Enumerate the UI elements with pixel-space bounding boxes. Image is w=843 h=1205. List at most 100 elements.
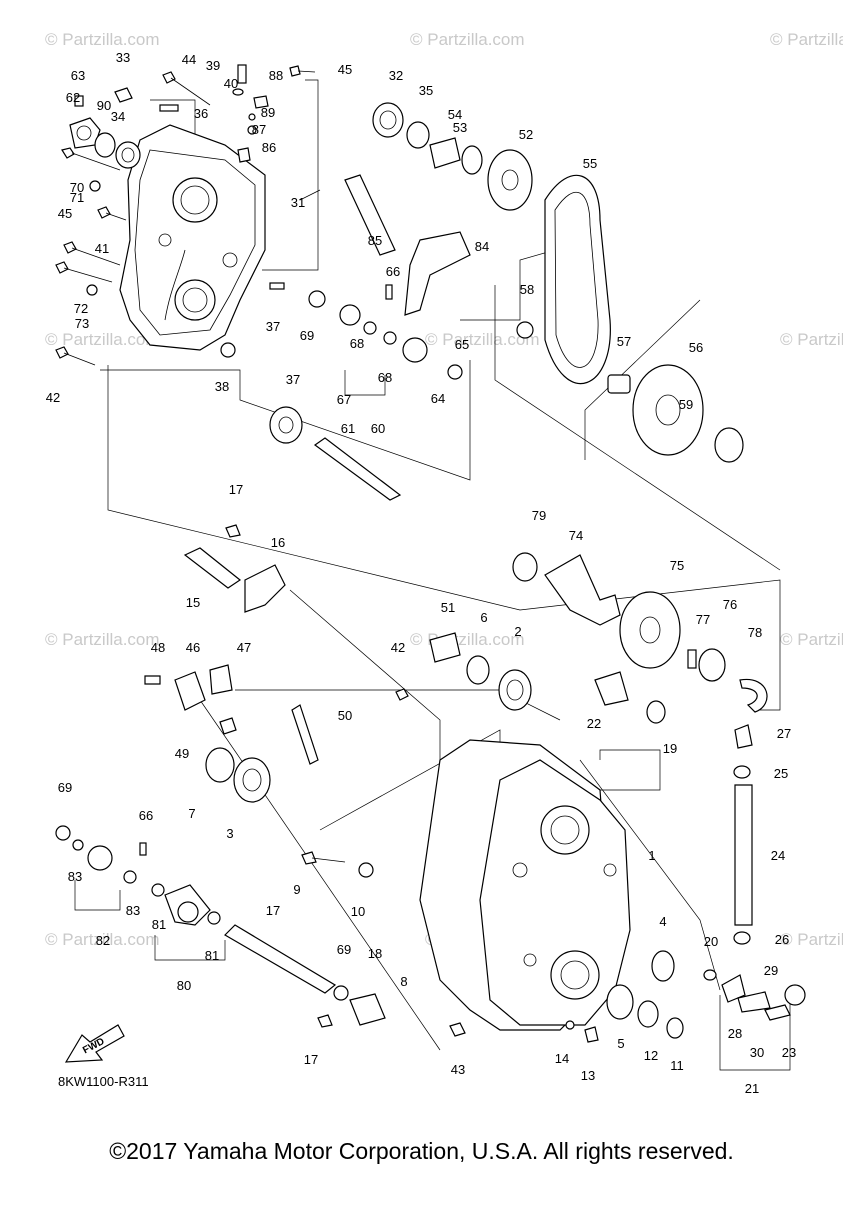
part-number-label[interactable]: 58 — [520, 282, 534, 297]
part-number-label[interactable]: 78 — [748, 625, 762, 640]
part-number-label[interactable]: 30 — [750, 1045, 764, 1060]
part-number-label[interactable]: 18 — [368, 946, 382, 961]
part-number-label[interactable]: 87 — [252, 122, 266, 137]
part-number-label[interactable]: 75 — [670, 558, 684, 573]
part-number-label[interactable]: 66 — [386, 264, 400, 279]
part-number-label[interactable]: 36 — [194, 106, 208, 121]
part-number-label[interactable]: 63 — [71, 68, 85, 83]
part-number-label[interactable]: 39 — [206, 58, 220, 73]
part-number-label[interactable]: 17 — [229, 482, 243, 497]
part-number-label[interactable]: 32 — [389, 68, 403, 83]
part-number-label[interactable]: 15 — [186, 595, 200, 610]
part-number-label[interactable]: 37 — [266, 319, 280, 334]
part-number-label[interactable]: 79 — [532, 508, 546, 523]
part-number-label[interactable]: 67 — [337, 392, 351, 407]
part-number-label[interactable]: 50 — [338, 708, 352, 723]
part-number-label[interactable]: 47 — [237, 640, 251, 655]
part-number-label[interactable]: 71 — [70, 190, 84, 205]
part-number-label[interactable]: 88 — [269, 68, 283, 83]
part-number-label[interactable]: 17 — [266, 903, 280, 918]
part-number-label[interactable]: 48 — [151, 640, 165, 655]
part-number-label[interactable]: 73 — [75, 316, 89, 331]
part-number-label[interactable]: 40 — [224, 76, 238, 91]
part-number-label[interactable]: 80 — [177, 978, 191, 993]
part-number-label[interactable]: 19 — [663, 741, 677, 756]
part-number-label[interactable]: 43 — [451, 1062, 465, 1077]
part-number-label[interactable]: 81 — [205, 948, 219, 963]
part-number-label[interactable]: 41 — [95, 241, 109, 256]
part-number-label[interactable]: 49 — [175, 746, 189, 761]
part-number-label[interactable]: 8 — [400, 974, 407, 989]
part-number-label[interactable]: 57 — [617, 334, 631, 349]
part-number-label[interactable]: 86 — [262, 140, 276, 155]
part-number-label[interactable]: 83 — [68, 869, 82, 884]
part-number-label[interactable]: 52 — [519, 127, 533, 142]
part-number-label[interactable]: 4 — [659, 914, 666, 929]
part-number-label[interactable]: 69 — [58, 780, 72, 795]
part-number-label[interactable]: 46 — [186, 640, 200, 655]
part-number-label[interactable]: 45 — [338, 62, 352, 77]
part-number-label[interactable]: 37 — [286, 372, 300, 387]
part-number-label[interactable]: 53 — [453, 120, 467, 135]
part-number-label[interactable]: 89 — [261, 105, 275, 120]
part-number-label[interactable]: 72 — [74, 301, 88, 316]
part-number-label[interactable]: 2 — [514, 624, 521, 639]
part-number-label[interactable]: 54 — [448, 107, 462, 122]
part-number-label[interactable]: 1 — [648, 848, 655, 863]
part-number-label[interactable]: 16 — [271, 535, 285, 550]
part-number-label[interactable]: 42 — [391, 640, 405, 655]
part-number-label[interactable]: 23 — [782, 1045, 796, 1060]
part-number-label[interactable]: 17 — [304, 1052, 318, 1067]
part-number-label[interactable]: 29 — [764, 963, 778, 978]
part-number-label[interactable]: 84 — [475, 239, 489, 254]
part-number-label[interactable]: 27 — [777, 726, 791, 741]
part-number-label[interactable]: 3 — [226, 826, 233, 841]
part-number-label[interactable]: 77 — [696, 612, 710, 627]
part-number-label[interactable]: 20 — [704, 934, 718, 949]
part-number-label[interactable]: 55 — [583, 156, 597, 171]
part-number-label[interactable]: 7 — [188, 806, 195, 821]
part-number-label[interactable]: 9 — [293, 882, 300, 897]
part-number-label[interactable]: 56 — [689, 340, 703, 355]
part-number-label[interactable]: 82 — [96, 933, 110, 948]
part-number-label[interactable]: 10 — [351, 904, 365, 919]
part-number-label[interactable]: 59 — [679, 397, 693, 412]
part-number-label[interactable]: 51 — [441, 600, 455, 615]
part-number-label[interactable]: 14 — [555, 1051, 569, 1066]
part-number-label[interactable]: 69 — [337, 942, 351, 957]
part-number-label[interactable]: 61 — [341, 421, 355, 436]
part-number-label[interactable]: 62 — [66, 90, 80, 105]
part-number-label[interactable]: 35 — [419, 83, 433, 98]
part-number-label[interactable]: 83 — [126, 903, 140, 918]
part-number-label[interactable]: 21 — [745, 1081, 759, 1096]
part-number-label[interactable]: 34 — [111, 109, 125, 124]
part-number-label[interactable]: 68 — [378, 370, 392, 385]
part-number-label[interactable]: 22 — [587, 716, 601, 731]
part-number-label[interactable]: 31 — [291, 195, 305, 210]
part-number-label[interactable]: 25 — [774, 766, 788, 781]
part-number-label[interactable]: 81 — [152, 917, 166, 932]
part-number-label[interactable]: 11 — [670, 1058, 684, 1073]
part-number-label[interactable]: 85 — [368, 233, 382, 248]
part-number-label[interactable]: 42 — [46, 390, 60, 405]
part-number-label[interactable]: 26 — [775, 932, 789, 947]
part-number-label[interactable]: 68 — [350, 336, 364, 351]
part-number-label[interactable]: 44 — [182, 52, 196, 67]
part-number-label[interactable]: 74 — [569, 528, 583, 543]
part-number-label[interactable]: 64 — [431, 391, 445, 406]
part-number-label[interactable]: 65 — [455, 337, 469, 352]
part-number-label[interactable]: 33 — [116, 50, 130, 65]
part-number-label[interactable]: 6 — [480, 610, 487, 625]
part-number-label[interactable]: 28 — [728, 1026, 742, 1041]
part-number-label[interactable]: 5 — [617, 1036, 624, 1051]
part-number-label[interactable]: 24 — [771, 848, 785, 863]
part-number-label[interactable]: 69 — [300, 328, 314, 343]
part-number-label[interactable]: 60 — [371, 421, 385, 436]
part-number-label[interactable]: 45 — [58, 206, 72, 221]
part-number-label[interactable]: 66 — [139, 808, 153, 823]
part-number-label[interactable]: 13 — [581, 1068, 595, 1083]
part-number-label[interactable]: 76 — [723, 597, 737, 612]
part-number-label[interactable]: 70 — [70, 180, 84, 195]
part-number-label[interactable]: 38 — [215, 379, 229, 394]
part-number-label[interactable]: 12 — [644, 1048, 658, 1063]
